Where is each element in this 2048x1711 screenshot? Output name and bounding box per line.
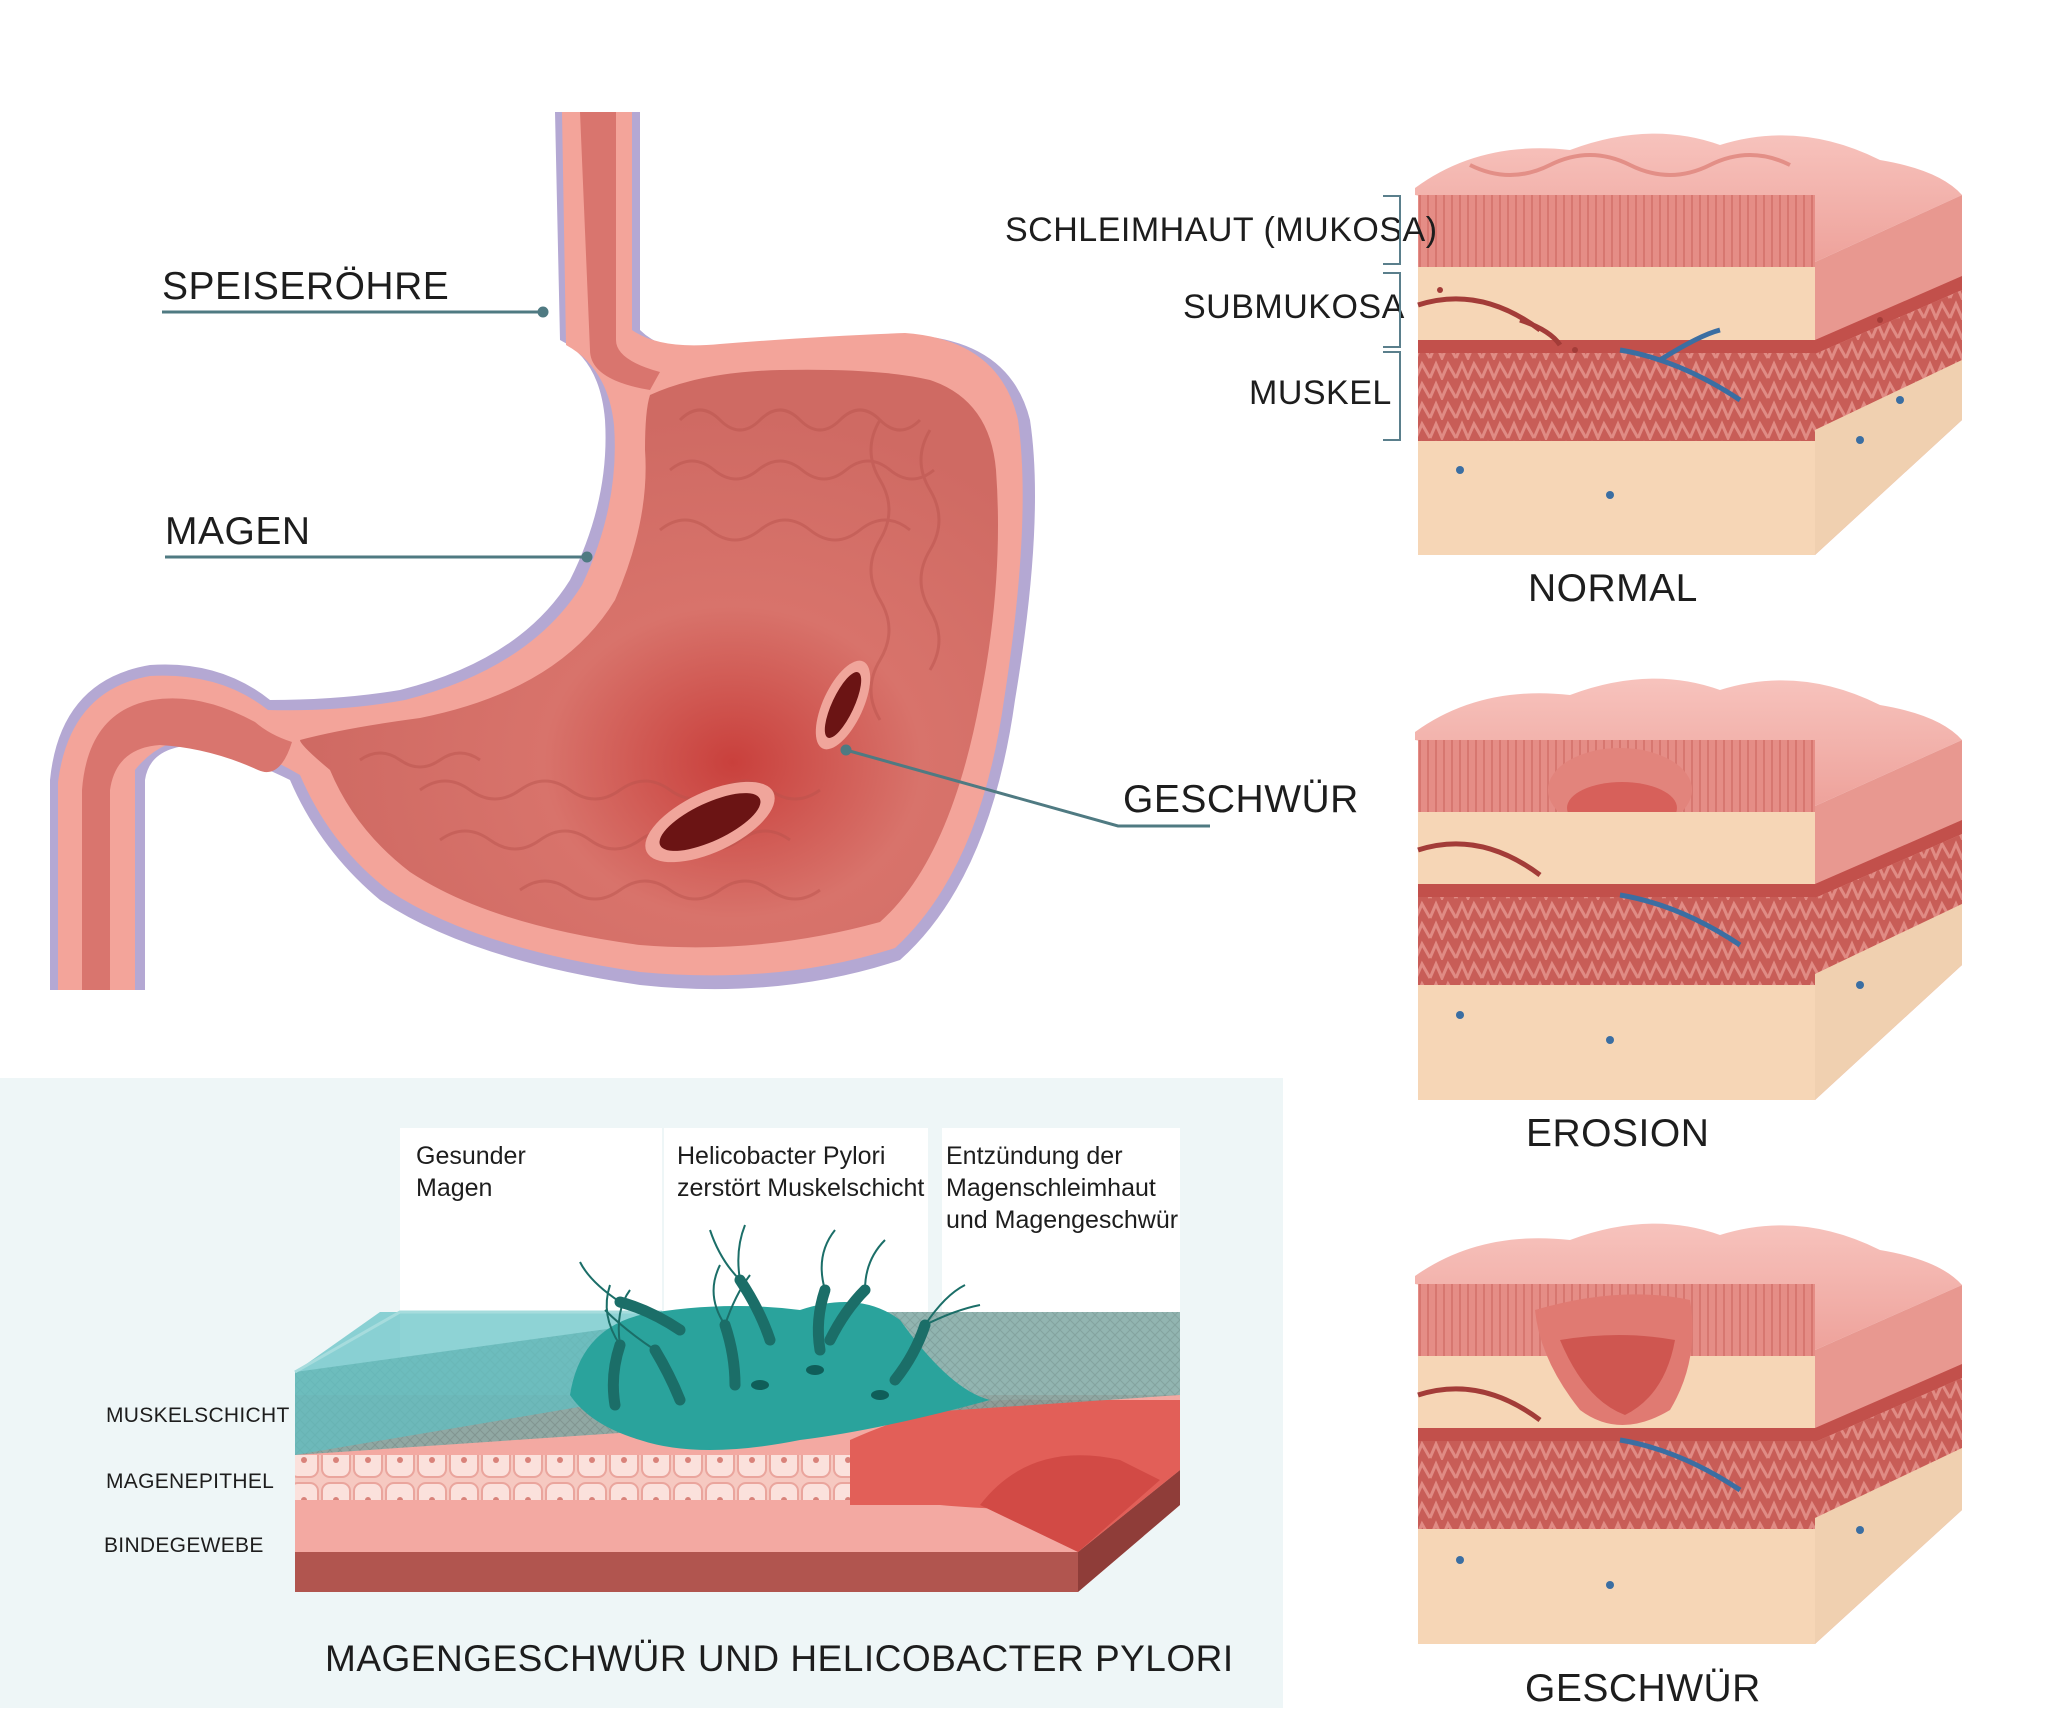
stage-normal: NORMAL [1528,567,1698,610]
hpylori-title: MAGENGESCHWÜR UND HELICOBACTER PYLORI [325,1638,1234,1679]
label-mucosa: SCHLEIMHAUT (MUKOSA) [1005,211,1438,249]
bracket-mucosa [1383,195,1401,265]
label-ulcer: GESCHWÜR [1123,778,1359,821]
stomach-illustration [50,112,1035,990]
bracket-submucosa [1383,272,1401,348]
tissue-block-normal [1415,133,1962,555]
panel-text-healthy: Gesunder Magen [416,1142,526,1202]
label-connective-tissue: BINDEGEWEBE [104,1534,264,1557]
ulcer-lesions [645,660,871,863]
tissue-block-erosion [1415,678,1962,1100]
stomach-lumen [300,369,998,948]
label-esophagus: SPEISERÖHRE [162,265,450,308]
panel-text-hpylori: Helicobacter Pylori zerstört Muskelschic… [677,1142,925,1202]
label-epithelium: MAGENEPITHEL [106,1470,275,1493]
stage-erosion: EROSION [1526,1112,1710,1155]
label-submucosa: SUBMUKOSA [1183,288,1405,326]
helicobacter-bacteria [607,1274,931,1411]
leader-ulcer [845,748,1210,828]
label-muscle-layer: MUSKELSCHICHT [106,1404,290,1427]
tissue-block-ulcer [1415,1223,1962,1644]
stomach-rugae [359,408,941,901]
bracket-muscle [1383,351,1401,441]
hpylori-panel [0,1078,1283,1708]
duodenum-lumen [82,698,292,990]
stomach-leader-lines [162,306,1210,828]
panel-text-inflammation: Entzündung der Magenschleimhaut und Mage… [946,1142,1179,1234]
stage-ulcer: GESCHWÜR [1525,1667,1761,1710]
label-stomach: MAGEN [165,510,311,553]
esophagus-lumen [580,112,660,390]
label-muscle: MUSKEL [1249,374,1392,412]
